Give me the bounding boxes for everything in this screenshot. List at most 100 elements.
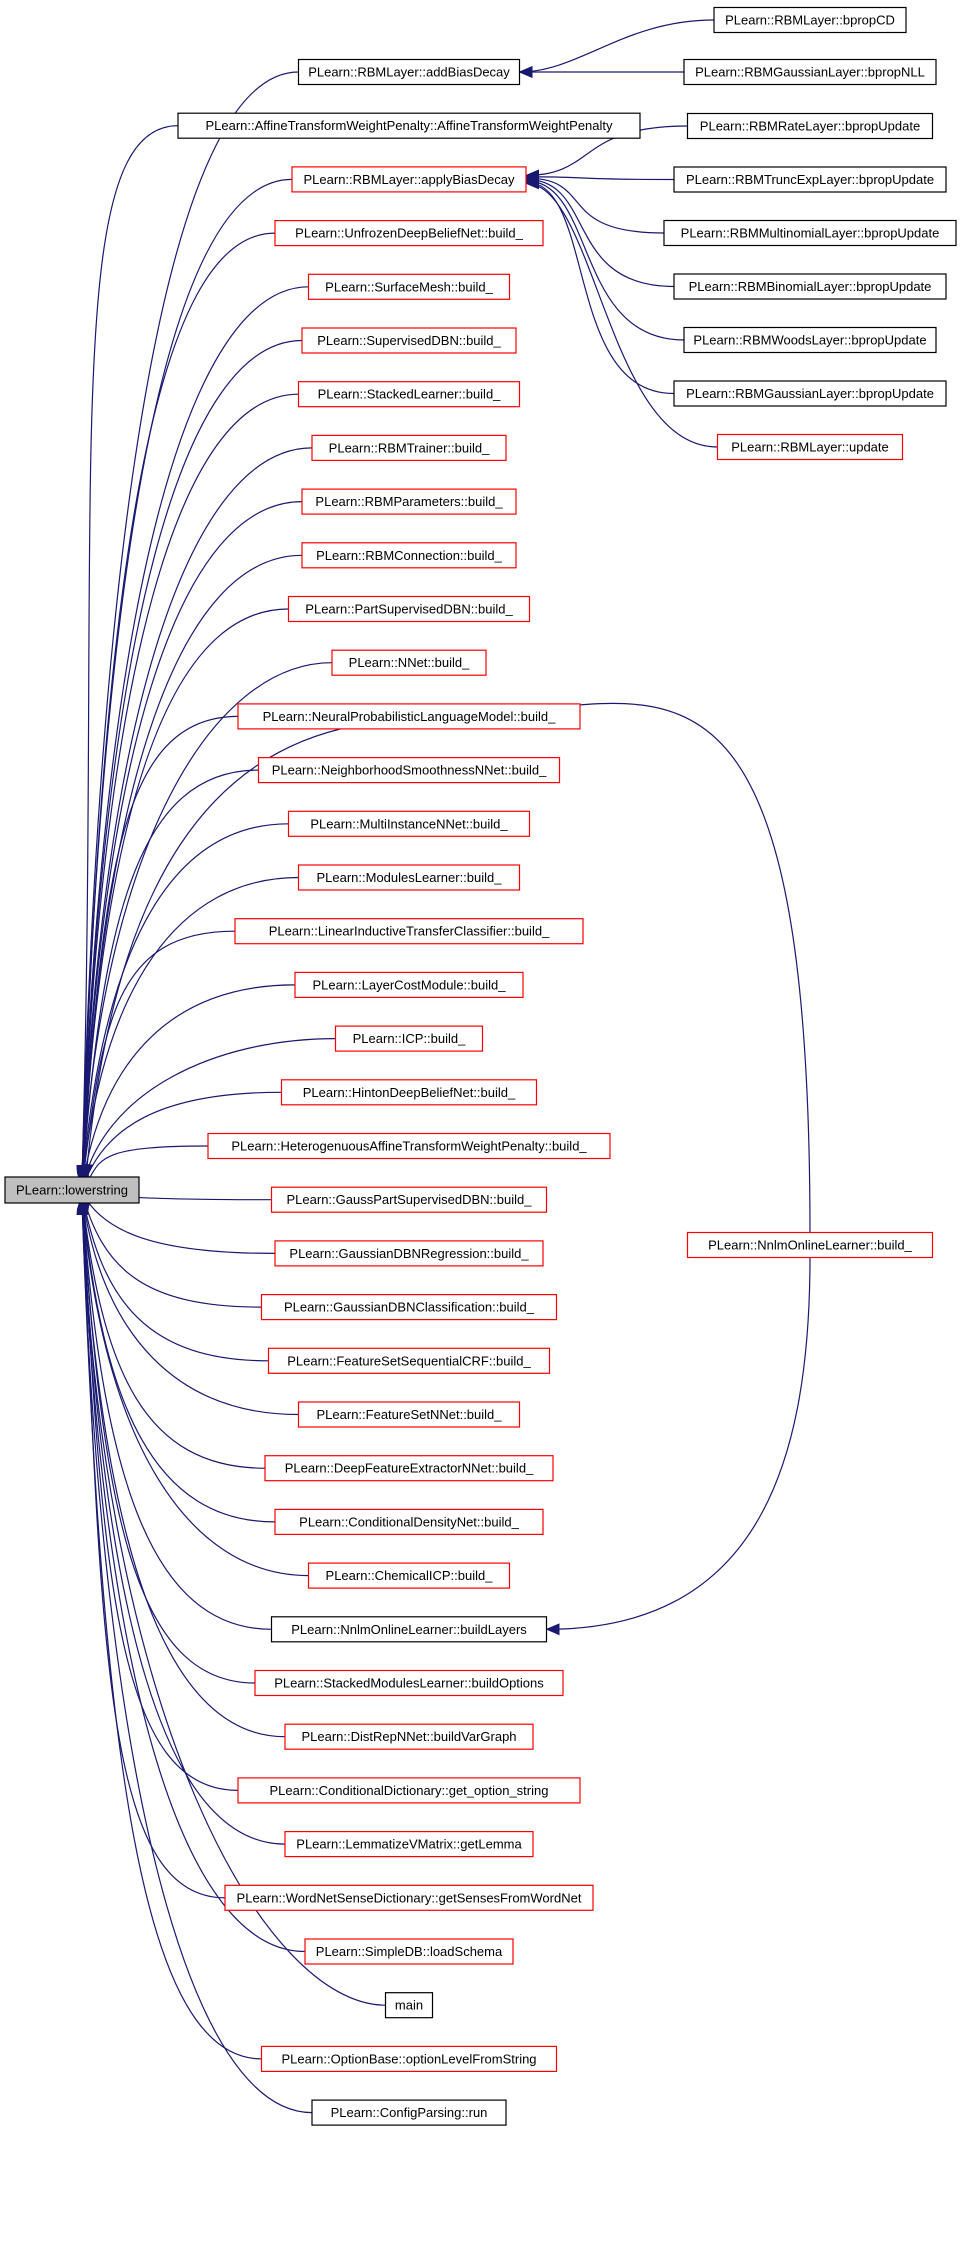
node-plearn-linearinductivetransferclassifier-build[interactable]: PLearn::LinearInductiveTransferClassifie… <box>234 918 584 945</box>
node-plearn-multiinstancennet-build[interactable]: PLearn::MultiInstanceNNet::build_ <box>287 810 531 837</box>
node-plearn-nnlmonlinelearner-buildlayers[interactable]: PLearn::NnlmOnlineLearner::buildLayers <box>270 1616 548 1643</box>
node-plearn-featuresetnnet-build[interactable]: PLearn::FeatureSetNNet::build_ <box>297 1401 521 1428</box>
node-box[interactable] <box>257 756 561 784</box>
node-box[interactable] <box>673 380 947 407</box>
node-box[interactable] <box>254 1669 564 1697</box>
node-box[interactable] <box>683 58 937 86</box>
node-plearn-rbmtrainer-build[interactable]: PLearn::RBMTrainer::build_ <box>311 434 507 461</box>
node-plearn-rbmlayer-addbiasdecay[interactable]: PLearn::RBMLayer::addBiasDecay <box>297 58 521 86</box>
node-box[interactable] <box>331 649 487 676</box>
node-box[interactable] <box>237 1777 581 1804</box>
node-box[interactable] <box>284 1723 534 1750</box>
node-plearn-neighborhoodsmoothnessnnet-build[interactable]: PLearn::NeighborhoodSmoothnessNNet::buil… <box>257 756 561 784</box>
node-box[interactable] <box>301 488 517 515</box>
node-box[interactable] <box>334 1025 484 1052</box>
node-plearn-rbmtruncexplayer-bpropupdate[interactable]: PLearn::RBMTruncExpLayer::bpropUpdate <box>673 166 947 193</box>
node-box[interactable] <box>716 433 904 461</box>
node-box[interactable] <box>284 1830 534 1858</box>
node-plearn-wordnetsensedictionary-getsensesfromwordnet[interactable]: PLearn::WordNetSenseDictionary::getSense… <box>224 1884 594 1911</box>
node-plearn-conditionaldensitynet-build[interactable]: PLearn::ConditionalDensityNet::build_ <box>274 1508 544 1536</box>
node-plearn-hintondeepbeliefnet-build[interactable]: PLearn::HintonDeepBeliefNet::build_ <box>280 1079 538 1106</box>
node-plearn-neuralprobabilisticlanguagemodel-build[interactable]: PLearn::NeuralProbabilisticLanguageModel… <box>237 703 581 730</box>
node-box[interactable] <box>301 542 517 569</box>
node-plearn-gaussiandbnregression-build[interactable]: PLearn::GaussianDBNRegression::build_ <box>274 1240 544 1267</box>
node-box[interactable] <box>673 166 947 193</box>
node-box[interactable] <box>297 864 521 891</box>
node-box[interactable] <box>683 326 937 354</box>
node-box[interactable] <box>307 273 511 300</box>
node-plearn-heterogenuousaffinetransformweightpenalty-build[interactable]: PLearn::HeterogenuousAffineTransformWeig… <box>207 1132 611 1160</box>
node-plearn-layercostmodule-build[interactable]: PLearn::LayerCostModule::build_ <box>294 971 524 999</box>
node-box[interactable] <box>297 58 521 86</box>
node-box[interactable] <box>294 971 524 999</box>
node-plearn-chemicalicp-build[interactable]: PLearn::ChemicalICP::build_ <box>307 1562 511 1589</box>
node-main[interactable]: main <box>384 1992 434 2019</box>
node-plearn-configparsing-run[interactable]: PLearn::ConfigParsing::run <box>311 2099 507 2126</box>
node-plearn-rbmlayer-applybiasdecay[interactable]: PLearn::RBMLayer::applyBiasDecay <box>291 166 527 193</box>
node-plearn-rbmparameters-build[interactable]: PLearn::RBMParameters::build_ <box>301 488 517 515</box>
node-plearn-rbmratelayer-bpropupdate[interactable]: PLearn::RBMRateLayer::bpropUpdate <box>686 112 934 140</box>
node-box[interactable] <box>270 1186 548 1213</box>
node-box[interactable] <box>207 1132 611 1160</box>
node-plearn-optionbase-optionlevelfromstring[interactable]: PLearn::OptionBase::optionLevelFromStrin… <box>260 2045 558 2073</box>
node-box[interactable] <box>267 1347 551 1374</box>
node-box[interactable] <box>291 166 527 193</box>
node-box[interactable] <box>4 1176 140 1204</box>
node-box[interactable] <box>177 112 641 139</box>
node-plearn-rbmbinomiallayer-bpropupdate[interactable]: PLearn::RBMBinomialLayer::bpropUpdate <box>673 273 947 300</box>
node-plearn-rbmlayer-bpropcd[interactable]: PLearn::RBMLayer::bpropCD <box>713 6 907 34</box>
node-box[interactable] <box>287 595 531 623</box>
node-plearn-stackedmoduleslearner-buildoptions[interactable]: PLearn::StackedModulesLearner::buildOpti… <box>254 1669 564 1697</box>
node-box[interactable] <box>237 703 581 730</box>
node-plearn-rbmwoodslayer-bpropupdate[interactable]: PLearn::RBMWoodsLayer::bpropUpdate <box>683 326 937 354</box>
node-plearn-rbmgaussianlayer-bpropupdate[interactable]: PLearn::RBMGaussianLayer::bpropUpdate <box>673 380 947 407</box>
node-plearn-surfacemesh-build[interactable]: PLearn::SurfaceMesh::build_ <box>307 273 511 300</box>
node-box[interactable] <box>297 1401 521 1428</box>
node-plearn-moduleslearner-build[interactable]: PLearn::ModulesLearner::build_ <box>297 864 521 891</box>
node-plearn-icp-build[interactable]: PLearn::ICP::build_ <box>334 1025 484 1052</box>
node-plearn-gaussiandbnclassification-build[interactable]: PLearn::GaussianDBNClassification::build… <box>260 1293 558 1321</box>
node-plearn-unfrozendeepbeliefnet-build[interactable]: PLearn::UnfrozenDeepBeliefNet::build_ <box>274 220 544 247</box>
node-box[interactable] <box>234 918 584 945</box>
node-box[interactable] <box>686 112 934 140</box>
node-plearn-superviseddbn-build[interactable]: PLearn::SupervisedDBN::build_ <box>301 327 517 354</box>
node-box[interactable] <box>274 1240 544 1267</box>
node-box[interactable] <box>270 1616 548 1643</box>
node-box[interactable] <box>274 220 544 247</box>
node-plearn-nnlmonlinelearner-build[interactable]: PLearn::NnlmOnlineLearner::build_ <box>686 1231 934 1259</box>
node-box[interactable] <box>384 1992 434 2019</box>
node-box[interactable] <box>311 434 507 461</box>
node-plearn-lemmatizevmatrix-getlemma[interactable]: PLearn::LemmatizeVMatrix::getLemma <box>284 1830 534 1858</box>
node-box[interactable] <box>663 219 957 247</box>
node-box[interactable] <box>307 1562 511 1589</box>
node-box[interactable] <box>311 2099 507 2126</box>
node-box[interactable] <box>264 1455 554 1482</box>
node-plearn-lowerstring[interactable]: PLearn::lowerstring <box>4 1176 140 1204</box>
node-plearn-deepfeatureextractornnet-build[interactable]: PLearn::DeepFeatureExtractorNNet::build_ <box>264 1455 554 1482</box>
node-plearn-rbmconnection-build[interactable]: PLearn::RBMConnection::build_ <box>301 542 517 569</box>
node-box[interactable] <box>297 381 521 408</box>
node-box[interactable] <box>304 1938 514 1965</box>
node-plearn-rbmgaussianlayer-bpropnll[interactable]: PLearn::RBMGaussianLayer::bpropNLL <box>683 58 937 86</box>
node-plearn-stackedlearner-build[interactable]: PLearn::StackedLearner::build_ <box>297 381 521 408</box>
node-plearn-rbmmultinomiallayer-bpropupdate[interactable]: PLearn::RBMMultinomialLayer::bpropUpdate <box>663 219 957 247</box>
node-box[interactable] <box>686 1231 934 1259</box>
node-plearn-featuresetsequentialcrf-build[interactable]: PLearn::FeatureSetSequentialCRF::build_ <box>267 1347 551 1374</box>
node-box[interactable] <box>301 327 517 354</box>
node-plearn-simpledb-loadschema[interactable]: PLearn::SimpleDB::loadSchema <box>304 1938 514 1965</box>
node-box[interactable] <box>673 273 947 300</box>
node-box[interactable] <box>224 1884 594 1911</box>
node-plearn-conditionaldictionary-get-option-string[interactable]: PLearn::ConditionalDictionary::get_optio… <box>237 1777 581 1804</box>
node-box[interactable] <box>260 1293 558 1321</box>
node-box[interactable] <box>260 2045 558 2073</box>
node-plearn-partsuperviseddbn-build[interactable]: PLearn::PartSupervisedDBN::build_ <box>287 595 531 623</box>
node-plearn-distrepnnet-buildvargraph[interactable]: PLearn::DistRepNNet::buildVarGraph <box>284 1723 534 1750</box>
node-box[interactable] <box>287 810 531 837</box>
node-plearn-nnet-build[interactable]: PLearn::NNet::build_ <box>331 649 487 676</box>
node-plearn-gausspartsuperviseddbn-build[interactable]: PLearn::GaussPartSupervisedDBN::build_ <box>270 1186 548 1213</box>
node-plearn-rbmlayer-update[interactable]: PLearn::RBMLayer::update <box>716 433 904 461</box>
node-box[interactable] <box>713 6 907 34</box>
node-box[interactable] <box>280 1079 538 1106</box>
node-box[interactable] <box>274 1508 544 1536</box>
node-plearn-affinetransformweightpenalty-affinetransformweightpenalty[interactable]: PLearn::AffineTransformWeightPenalty::Af… <box>177 112 641 139</box>
